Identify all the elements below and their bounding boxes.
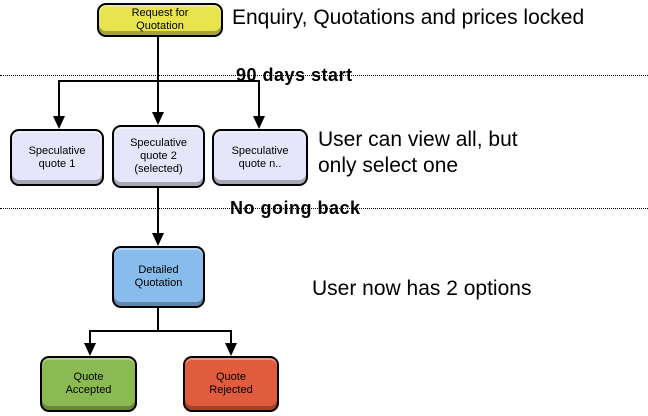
node-speculative-quote-n: Speculative quote n..: [212, 129, 308, 186]
node-request-for-quotation: Request for Quotation: [97, 3, 223, 37]
arrowhead-accepted: [84, 343, 96, 356]
node-quote-accepted: Quote Accepted: [40, 356, 137, 412]
annotation-two-options: User now has 2 options: [312, 277, 532, 300]
connector-spec2-detailed: [157, 188, 159, 234]
node-speculative-quote-2-selected: Speculative quote 2 (selected): [112, 125, 205, 188]
arrowhead-spec1: [53, 116, 65, 129]
node-detailed-quotation: Detailed Quotation: [112, 246, 205, 308]
arrowhead-rejected: [225, 343, 237, 356]
connector-to-accepted: [89, 330, 91, 344]
arrowhead-specn: [253, 116, 265, 129]
annotation-prices-locked: Enquiry, Quotations and prices locked: [232, 6, 585, 29]
connector-to-specn: [258, 80, 260, 117]
node-quote-rejected: Quote Rejected: [183, 356, 279, 412]
milestone-label-no-going-back: No going back: [230, 198, 361, 218]
connector-request-down: [157, 37, 159, 81]
milestone-rule-no-going-back: [0, 208, 648, 209]
node-speculative-quote-1: Speculative quote 1: [10, 129, 104, 186]
milestone-rule-90-days: [0, 75, 648, 76]
connector-to-rejected: [230, 330, 232, 344]
connector-to-spec1: [58, 80, 60, 117]
connector-detailed-down: [157, 308, 159, 332]
arrowhead-spec2: [152, 112, 164, 125]
milestone-label-90-days-start: 90 days start: [236, 65, 353, 85]
connector-to-spec2: [157, 80, 159, 113]
connector-branch-bottom: [89, 330, 232, 332]
arrowhead-detailed: [152, 233, 164, 246]
annotation-view-all-select-one: User can view all, but only select one: [318, 128, 518, 177]
connector-branch-top: [58, 80, 260, 82]
